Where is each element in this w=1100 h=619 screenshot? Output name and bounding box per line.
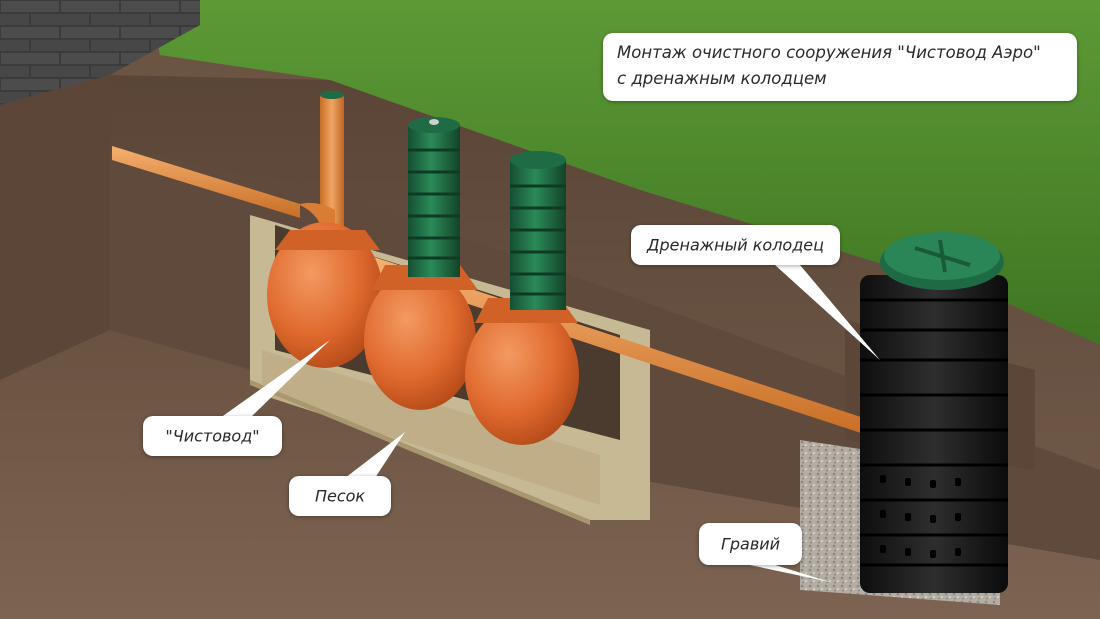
label-gravel-text: Гравий	[720, 534, 781, 554]
tank-1	[267, 222, 383, 368]
tank-2-neck	[408, 117, 460, 277]
label-tank: "Чистовод"	[143, 416, 282, 456]
label-tank-text: "Чистовод"	[165, 426, 260, 446]
pointer-tank	[220, 340, 330, 418]
label-drainage-well: Дренажный колодец	[631, 225, 840, 265]
drainage-well	[860, 232, 1008, 593]
title-line-2: с дренажным колодцем	[617, 69, 827, 88]
label-drainage-well-text: Дренажный колодец	[646, 235, 825, 255]
label-gravel: Гравий	[699, 523, 802, 565]
tank-3	[465, 298, 579, 445]
brick-wall	[0, 0, 200, 105]
label-sand: Песок	[289, 476, 391, 516]
pointer-gravel	[745, 564, 830, 582]
inlet-pipe	[112, 146, 300, 218]
label-sand-text: Песок	[314, 486, 366, 506]
pointer-well	[775, 265, 880, 360]
trench-left-wall	[0, 75, 110, 380]
tank-3-neck	[510, 151, 566, 310]
title-line-1: Монтаж очистного сооружения "Чистовод Аэ…	[617, 43, 1041, 62]
pointer-sand	[345, 432, 405, 478]
title-callout: Монтаж очистного сооружения "Чистовод Аэ…	[603, 33, 1077, 101]
